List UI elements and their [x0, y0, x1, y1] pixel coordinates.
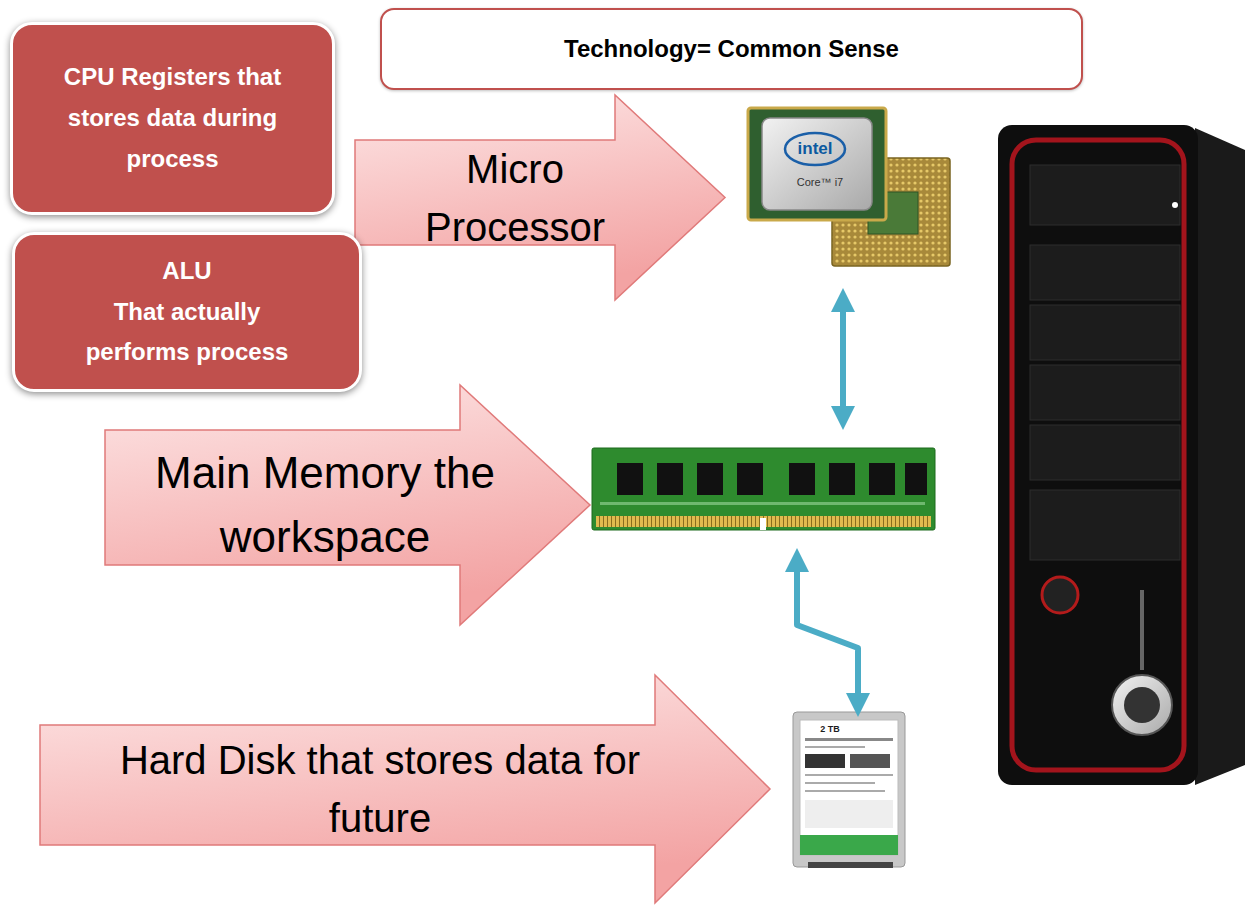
hard-disk-illustration-part — [805, 746, 865, 748]
cpu-chip-illustration-part — [748, 108, 886, 220]
pc-tower-illustration-part — [1012, 140, 1184, 770]
main-memory-arrow: Main Memory the workspace — [105, 385, 590, 625]
data-flow-arrows-part — [840, 300, 846, 418]
pc-tower-illustration-part — [1030, 490, 1180, 560]
cpu-chip-illustration-part — [762, 118, 872, 210]
arrow-text-area: Hard Disk that stores data for future — [100, 675, 660, 903]
hard-disk-illustration-part — [850, 754, 890, 768]
ram-module-illustration-part — [592, 448, 935, 530]
hard-disk-illustration-part — [805, 800, 893, 828]
microprocessor-arrow: Micro Processor — [355, 95, 725, 300]
arrow-text-area: Micro Processor — [385, 95, 645, 300]
pc-tower-illustration — [998, 125, 1245, 785]
hard-disk-illustration-part — [805, 782, 875, 784]
hard-disk-illustration-part — [808, 862, 893, 868]
ram-module-illustration-part — [905, 463, 927, 495]
arrow-shape — [355, 95, 725, 300]
hard-disk-illustration-part — [805, 774, 893, 776]
hard-disk-illustration-part — [805, 738, 893, 741]
arrow-outline — [105, 385, 590, 625]
pc-tower-illustration-part — [1042, 577, 1078, 613]
cpu-register-box: CPU Registers that stores data during pr… — [10, 22, 335, 215]
pc-tower-illustration-part — [998, 125, 1198, 785]
ram-module-illustration — [592, 448, 935, 530]
pc-tower-illustration-part — [1030, 245, 1180, 300]
pc-tower-illustration-part — [1195, 128, 1245, 785]
ram-module-illustration-part — [760, 518, 766, 530]
box-text-group: ALUThat actually performs process — [65, 251, 309, 373]
hard-disk-arrow: Hard Disk that stores data for future — [40, 675, 770, 903]
pc-tower-illustration-part — [1030, 305, 1180, 360]
ram-module-illustration-part — [697, 463, 723, 495]
data-flow-arrows — [797, 300, 858, 705]
pc-tower-illustration-part — [1030, 425, 1180, 480]
chip-brand: intel — [798, 139, 833, 159]
ram-module-illustration-part — [829, 463, 855, 495]
hard-disk-illustration-part — [805, 790, 885, 792]
hard-disk-illustration-part — [800, 835, 898, 855]
title-text: Technology= Common Sense — [564, 35, 899, 63]
box-text-group: CPU Registers that stores data during pr… — [43, 57, 302, 179]
pc-tower-illustration-part — [1172, 202, 1178, 208]
ram-module-illustration-part — [789, 463, 815, 495]
alu-box: ALUThat actually performs process — [12, 232, 362, 392]
arrow-shape — [105, 385, 590, 625]
disk-capacity: 2 TB — [820, 724, 840, 734]
data-flow-arrows-part — [797, 560, 858, 705]
arrow-outline — [40, 675, 770, 903]
arrow-label: Main Memory the workspace — [125, 441, 525, 569]
ram-module-illustration-part — [617, 463, 643, 495]
ram-module-illustration-part — [657, 463, 683, 495]
pc-tower-illustration-part — [1112, 675, 1172, 735]
ram-module-illustration-part — [600, 502, 925, 505]
arrow-label: Micro Processor — [385, 140, 645, 256]
cpu-chip-illustration — [748, 108, 950, 266]
pc-tower-illustration-part — [1030, 365, 1180, 420]
box-heading: CPU Registers that stores data during pr… — [43, 57, 302, 179]
hard-disk-illustration-part — [805, 754, 845, 768]
ram-module-illustration-part — [737, 463, 763, 495]
arrow-text-area: Main Memory the workspace — [125, 385, 525, 625]
arrow-shape — [40, 675, 770, 903]
pc-tower-illustration-part — [1124, 687, 1160, 723]
chip-model: Core™ i7 — [797, 176, 843, 188]
cpu-chip-illustration-part — [785, 133, 845, 165]
pc-tower-illustration-part — [1140, 590, 1144, 670]
hard-disk-illustration-part — [800, 720, 898, 855]
hard-disk-illustration-part — [793, 712, 905, 867]
arrow-outline — [355, 95, 725, 300]
hard-disk-illustration — [793, 712, 905, 868]
title-banner: Technology= Common Sense — [380, 8, 1083, 90]
arrow-label: Hard Disk that stores data for future — [100, 731, 660, 847]
pc-tower-illustration-part — [1030, 165, 1180, 225]
box-heading: ALU — [65, 251, 309, 292]
ram-module-illustration-part — [869, 463, 895, 495]
box-body: That actually performs process — [65, 292, 309, 374]
